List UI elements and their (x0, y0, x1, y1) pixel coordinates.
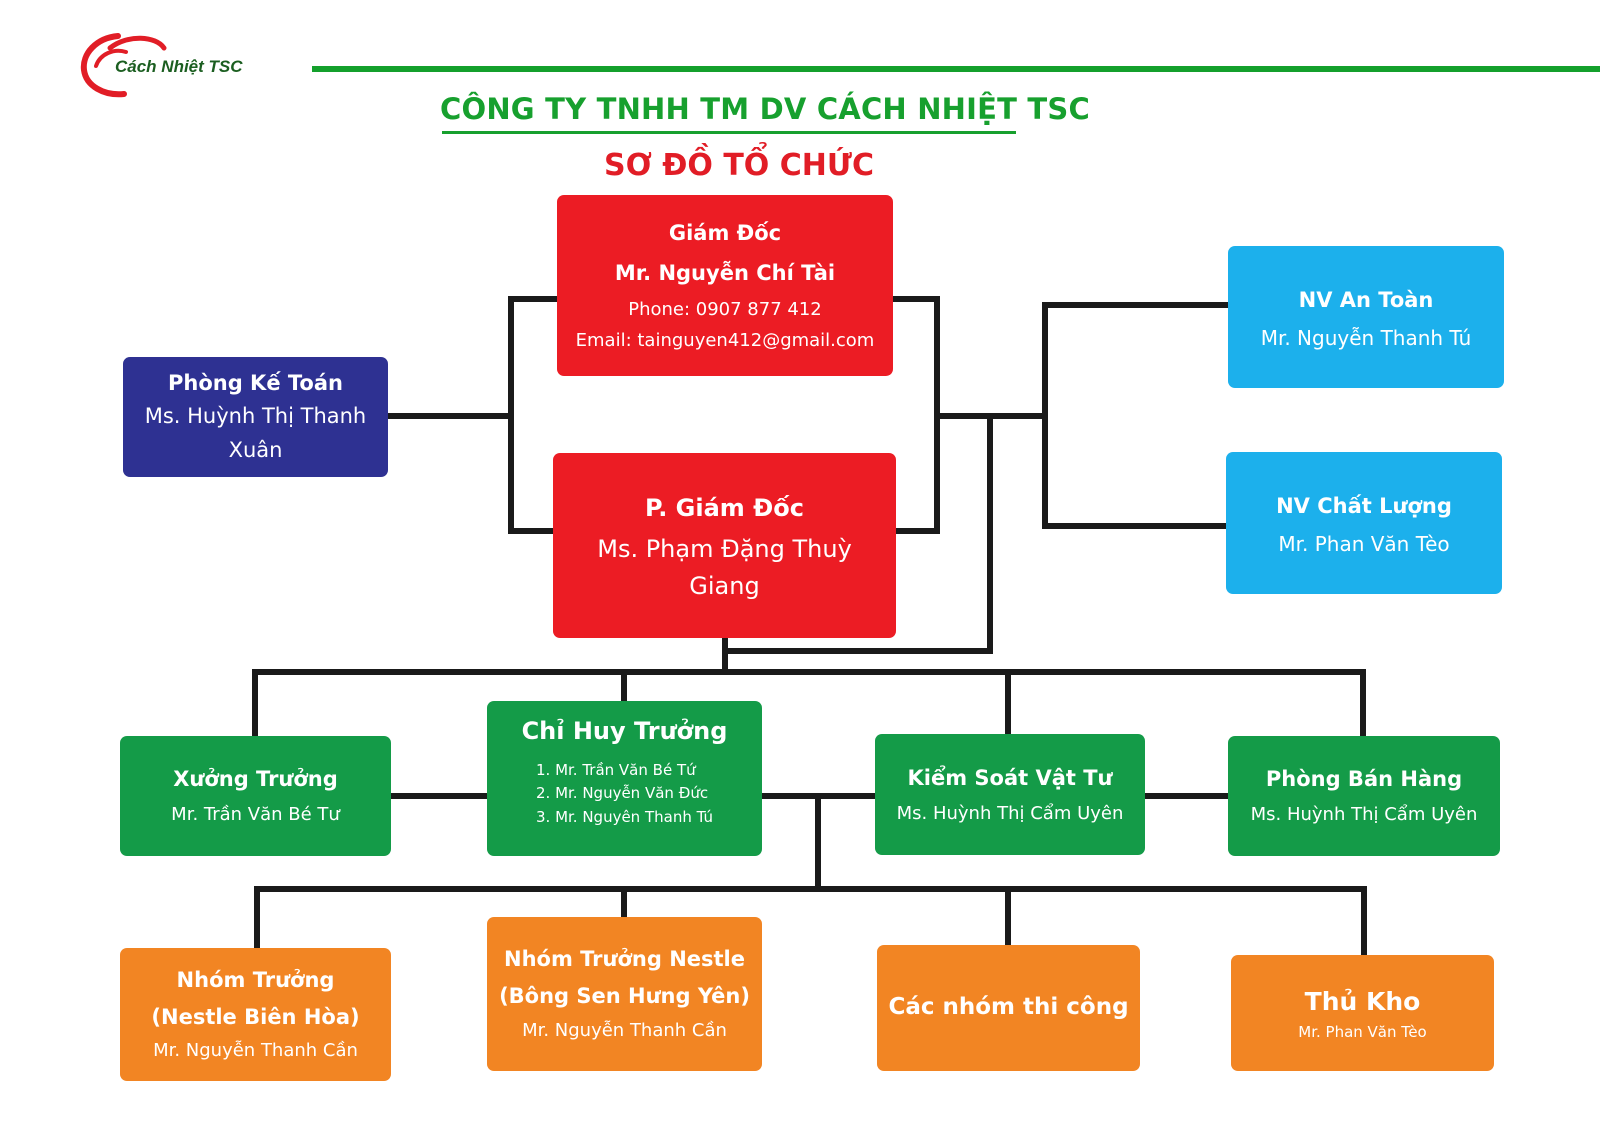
company-logo (80, 33, 167, 98)
team-lead-hy-role: Nhóm Trưởng Nestle (504, 947, 745, 972)
crews-role: Các nhóm thi công (888, 994, 1129, 1021)
quality-name: Mr. Phan Văn Tèo (1278, 532, 1450, 556)
connector-left-bracket (508, 296, 557, 534)
sales-name: Ms. Huỳnh Thị Cẩm Uyên (1250, 804, 1478, 826)
node-director: Giám Đốc Mr. Nguyễn Chí Tài Phone: 0907 … (557, 195, 893, 376)
connector-middle-bus (252, 669, 1366, 740)
connector-staff-bracket (1042, 302, 1228, 529)
node-quality-staff: NV Chất Lượng Mr. Phan Văn Tèo (1226, 452, 1502, 594)
director-phone: Phone: 0907 877 412 (628, 298, 822, 320)
workshop-name: Mr. Trần Văn Bé Tư (171, 804, 340, 826)
connector-bottom-bus (254, 886, 1367, 955)
deputy-name: Ms. Phạm Đặng Thuỳ Giang (597, 535, 852, 601)
node-safety-staff: NV An Toàn Mr. Nguyễn Thanh Tú (1228, 246, 1504, 388)
materials-role: Kiểm Soát Vật Tư (907, 765, 1113, 790)
node-construction-crews: Các nhóm thi công (877, 945, 1140, 1071)
node-team-lead-hung-yen: Nhóm Trưởng Nestle (Bông Sen Hưng Yên) M… (487, 917, 762, 1071)
director-name: Mr. Nguyễn Chí Tài (614, 261, 836, 285)
commander-member: 1. Mr. Trần Văn Bé Tứ (535, 761, 696, 779)
director-email: Email: tainguyen412@gmail.com (575, 330, 875, 352)
node-sales-dept: Phòng Bán Hàng Ms. Huỳnh Thị Cẩm Uyên (1228, 736, 1500, 856)
connector-right-bracket (893, 296, 940, 534)
deputy-role: P. Giám Đốc (645, 493, 804, 522)
accounting-name: Ms. Huỳnh Thị Thanh Xuân (144, 404, 367, 462)
team-lead-hy-role2: (Bông Sen Hưng Yên) (499, 984, 750, 1009)
team-lead-hy-name: Mr. Nguyễn Thanh Cần (522, 1019, 727, 1041)
node-storekeeper: Thủ Kho Mr. Phan Văn Tèo (1231, 955, 1494, 1071)
director-role: Giám Đốc (668, 221, 782, 246)
storekeeper-name: Mr. Phan Văn Tèo (1298, 1022, 1427, 1041)
node-accounting: Phòng Kế Toán Ms. Huỳnh Thị Thanh Xuân (123, 357, 388, 477)
node-workshop-head: Xưởng Trưởng Mr. Trần Văn Bé Tư (120, 736, 391, 856)
storekeeper-role: Thủ Kho (1304, 987, 1421, 1016)
quality-role: NV Chất Lượng (1276, 494, 1452, 518)
sales-role: Phòng Bán Hàng (1265, 767, 1463, 792)
logo-text: Cách Nhiệt TSC (115, 57, 243, 76)
safety-role: NV An Toàn (1298, 288, 1434, 312)
team-lead-bh-name: Mr. Nguyễn Thanh Cần (153, 1040, 358, 1062)
accounting-role: Phòng Kế Toán (168, 370, 343, 395)
chart-title: SƠ ĐỒ TỔ CHỨC (604, 148, 874, 183)
commander-member: 3. Mr. Nguyên Thanh Tú (535, 807, 713, 826)
team-lead-bh-role2: (Nestle Biên Hòa) (151, 1004, 360, 1029)
team-lead-bh-role: Nhóm Trưởng (176, 967, 335, 992)
commander-member: 2. Mr. Nguyễn Văn Đức (535, 784, 709, 803)
node-site-commander: Chỉ Huy Trưởng 1. Mr. Trần Văn Bé Tứ 2. … (487, 701, 762, 856)
materials-name: Ms. Huỳnh Thị Cẩm Uyên (896, 802, 1124, 824)
commander-members: 1. Mr. Trần Văn Bé Tứ 2. Mr. Nguyễn Văn … (536, 759, 713, 829)
safety-name: Mr. Nguyễn Thanh Tú (1260, 326, 1472, 350)
company-underline (442, 131, 1016, 134)
commander-role: Chỉ Huy Trưởng (521, 717, 728, 745)
node-team-lead-bien-hoa: Nhóm Trưởng (Nestle Biên Hòa) Mr. Nguyễn… (120, 948, 391, 1081)
node-materials-control: Kiểm Soát Vật Tư Ms. Huỳnh Thị Cẩm Uyên (875, 734, 1145, 855)
workshop-role: Xưởng Trưởng (173, 767, 338, 792)
header-rule (312, 66, 1600, 72)
company-name: CÔNG TY TNHH TM DV CÁCH NHIỆT TSC (440, 92, 1090, 126)
node-deputy-director: P. Giám Đốc Ms. Phạm Đặng Thuỳ Giang (553, 453, 896, 638)
connector-loop (727, 416, 993, 654)
